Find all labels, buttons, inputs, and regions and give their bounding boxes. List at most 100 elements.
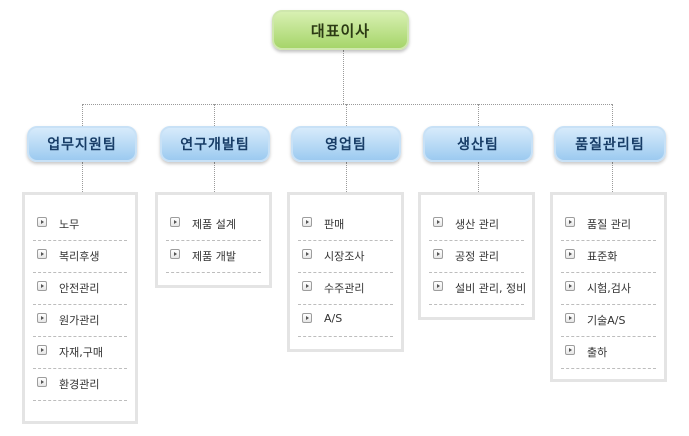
duty-label: 공정 관리 <box>455 250 499 263</box>
arrow-right-square-icon <box>37 249 47 259</box>
connector-team-1 <box>82 104 83 126</box>
duty-list-item[interactable]: 수주관리 <box>298 277 393 297</box>
item-divider <box>298 272 393 273</box>
item-divider <box>561 272 656 273</box>
duty-label: 수주관리 <box>324 282 365 295</box>
arrow-right-square-icon <box>565 249 575 259</box>
connector-team-2 <box>214 104 215 126</box>
connector-horizontal <box>82 104 612 105</box>
arrow-right-square-icon <box>37 377 47 387</box>
duty-label: 표준화 <box>587 250 618 263</box>
item-divider <box>33 336 127 337</box>
duty-label: 원가관리 <box>59 314 100 327</box>
item-divider <box>33 368 127 369</box>
duty-label: 시험,검사 <box>587 282 631 295</box>
item-divider <box>298 304 393 305</box>
duty-list-item[interactable]: 복리후생 <box>33 245 127 265</box>
duty-list-item[interactable]: 시험,검사 <box>561 277 656 297</box>
duty-label: A/S <box>324 312 343 325</box>
duty-list-item[interactable]: 제품 개발 <box>166 245 261 265</box>
duty-list-item[interactable]: 시장조사 <box>298 245 393 265</box>
duty-list-item[interactable]: 출하 <box>561 341 656 361</box>
ceo-node[interactable]: 대표이사 <box>272 10 409 50</box>
connector-ceo <box>343 50 344 104</box>
duty-list-item[interactable]: 기술A/S <box>561 309 656 329</box>
item-divider <box>166 240 261 241</box>
duty-list-item[interactable]: 표준화 <box>561 245 656 265</box>
item-divider <box>33 272 127 273</box>
item-divider <box>561 368 656 369</box>
duty-label: 안전관리 <box>59 282 100 295</box>
duty-list-item[interactable]: 원가관리 <box>33 309 127 329</box>
duty-list-item[interactable]: 자재,구매 <box>33 341 127 361</box>
duty-label: 설비 관리, 정비 <box>455 282 527 295</box>
item-divider <box>166 272 261 273</box>
duty-label: 출하 <box>587 346 608 359</box>
item-divider <box>298 240 393 241</box>
connector-team-3 <box>346 104 347 126</box>
arrow-right-square-icon <box>37 281 47 291</box>
arrow-right-square-icon <box>302 281 312 291</box>
item-divider <box>429 304 524 305</box>
duty-list-item[interactable]: 판매 <box>298 213 393 233</box>
duty-label: 기술A/S <box>587 314 626 327</box>
item-divider <box>33 240 127 241</box>
duty-list-item[interactable]: 공정 관리 <box>429 245 524 265</box>
arrow-right-square-icon <box>302 313 312 323</box>
item-divider <box>298 336 393 337</box>
arrow-right-square-icon <box>37 217 47 227</box>
connector-team-4 <box>478 104 479 126</box>
arrow-right-square-icon <box>565 217 575 227</box>
team-node-sales[interactable]: 영업팀 <box>291 126 401 162</box>
team-node-quality[interactable]: 품질관리팀 <box>554 126 666 162</box>
item-divider <box>561 304 656 305</box>
arrow-right-square-icon <box>170 249 180 259</box>
connector-box-5 <box>612 162 613 192</box>
duty-list-item[interactable]: 품질 관리 <box>561 213 656 233</box>
arrow-right-square-icon <box>302 249 312 259</box>
connector-box-2 <box>214 162 215 192</box>
arrow-right-square-icon <box>170 217 180 227</box>
team-node-rnd[interactable]: 연구개발팀 <box>160 126 270 162</box>
team-node-business-support[interactable]: 업무지원팀 <box>27 126 137 162</box>
arrow-right-square-icon <box>565 345 575 355</box>
connector-team-5 <box>612 104 613 126</box>
arrow-right-square-icon <box>302 217 312 227</box>
duty-list-item[interactable]: 설비 관리, 정비 <box>429 277 527 297</box>
arrow-right-square-icon <box>565 281 575 291</box>
connector-box-1 <box>82 162 83 192</box>
duty-label: 환경관리 <box>59 378 100 391</box>
duty-label: 제품 설계 <box>192 218 236 231</box>
duty-label: 품질 관리 <box>587 218 631 231</box>
duty-label: 판매 <box>324 218 345 231</box>
duty-list-item[interactable]: 안전관리 <box>33 277 127 297</box>
arrow-right-square-icon <box>433 281 443 291</box>
arrow-right-square-icon <box>37 313 47 323</box>
duty-list-item[interactable]: 노무 <box>33 213 127 233</box>
arrow-right-square-icon <box>565 313 575 323</box>
duty-label: 제품 개발 <box>192 250 236 263</box>
duty-list-item[interactable]: 환경관리 <box>33 373 127 393</box>
connector-box-3 <box>346 162 347 192</box>
duty-list-item[interactable]: A/S <box>298 309 393 329</box>
duty-label: 복리후생 <box>59 250 100 263</box>
item-divider <box>429 272 524 273</box>
arrow-right-square-icon <box>37 345 47 355</box>
item-divider <box>561 240 656 241</box>
duty-label: 시장조사 <box>324 250 365 263</box>
arrow-right-square-icon <box>433 217 443 227</box>
duty-label: 자재,구매 <box>59 346 103 359</box>
item-divider <box>561 336 656 337</box>
duty-list-item[interactable]: 생산 관리 <box>429 213 524 233</box>
team-node-production[interactable]: 생산팀 <box>423 126 533 162</box>
connector-box-4 <box>478 162 479 192</box>
duty-label: 생산 관리 <box>455 218 499 231</box>
duty-label: 노무 <box>59 218 80 231</box>
item-divider <box>33 400 127 401</box>
duty-list-item[interactable]: 제품 설계 <box>166 213 261 233</box>
